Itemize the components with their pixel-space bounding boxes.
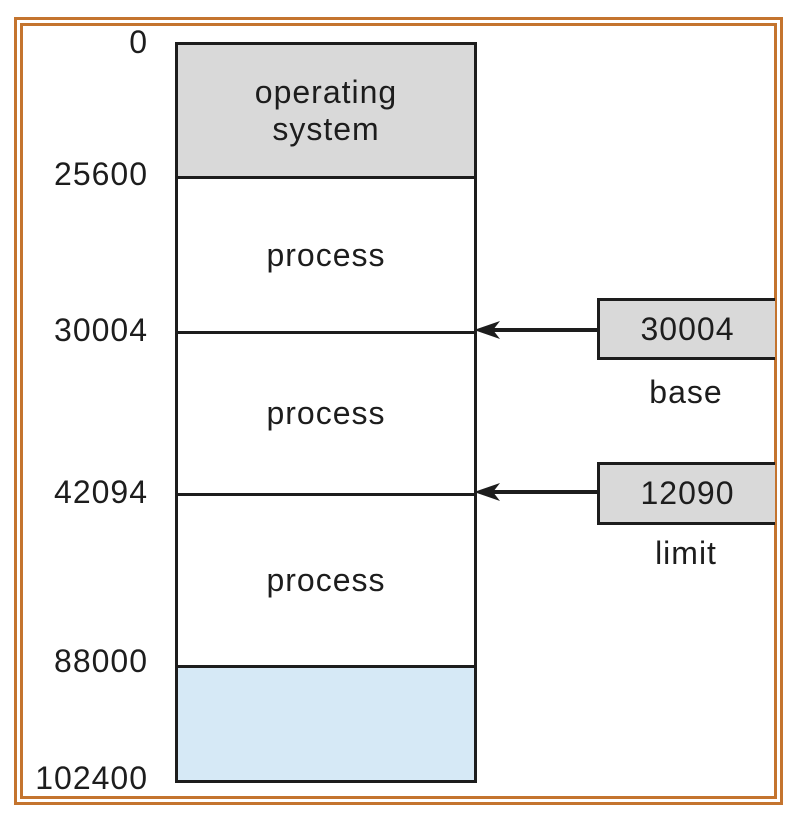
- address-label-25600: 25600: [54, 156, 148, 192]
- base-register-box: 30004: [597, 298, 775, 360]
- address-label-30004: 30004: [54, 312, 148, 348]
- address-label-0: 0: [129, 24, 148, 60]
- limit-register-box: 12090: [597, 462, 775, 525]
- segment-process-1: process: [178, 176, 474, 331]
- segment-operating-system: operating system: [178, 45, 474, 176]
- segment-process-3: process: [178, 493, 474, 665]
- memory-column: operating system process process process: [175, 42, 477, 783]
- figure-frame-outer: [14, 17, 783, 805]
- limit-register-caption: limit: [655, 535, 717, 571]
- base-register-caption: base: [649, 374, 723, 410]
- figure-frame-inner: [20, 23, 777, 799]
- address-label-88000: 88000: [54, 643, 148, 679]
- address-label-102400: 102400: [35, 760, 148, 796]
- limit-arrow-icon: [474, 483, 598, 501]
- segment-process-2: process: [178, 331, 474, 493]
- address-label-42094: 42094: [54, 474, 148, 510]
- segment-free-space: [178, 665, 474, 780]
- base-arrow-icon: [474, 321, 598, 339]
